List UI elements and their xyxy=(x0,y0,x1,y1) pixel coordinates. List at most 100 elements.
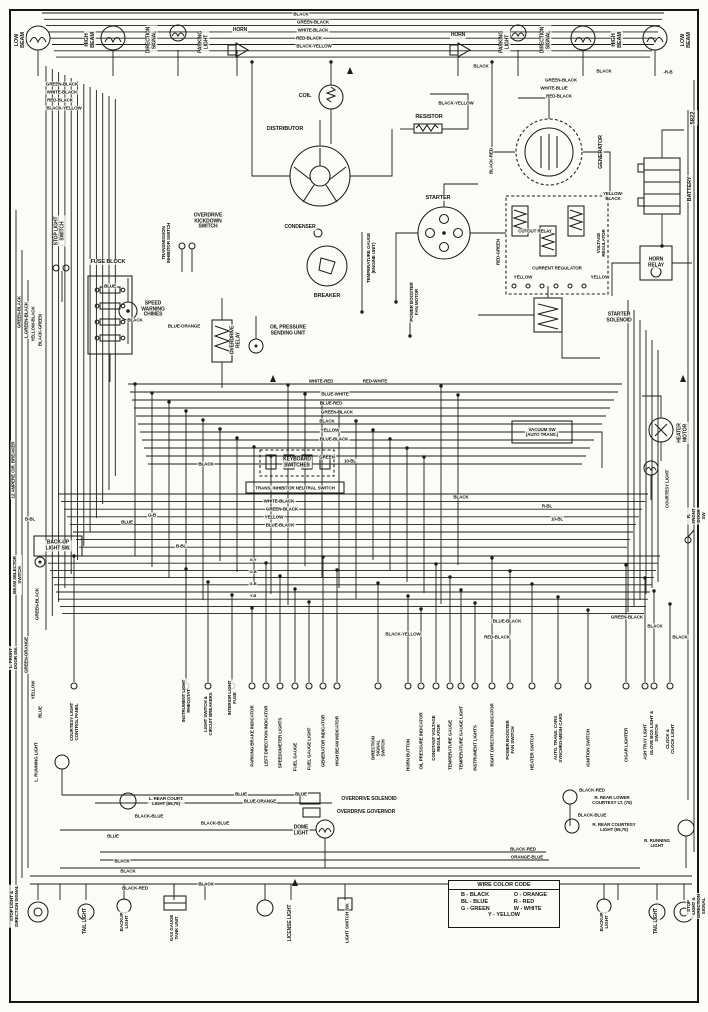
ignition-switch-label: IGNITION SWITCH xyxy=(585,728,591,768)
horn-button-label: HORN BUTTON xyxy=(405,737,411,773)
condenser-label: CONDENSER xyxy=(283,224,317,231)
parking-light-right-label: PARKING LIGHT xyxy=(498,30,511,54)
overdrive-solenoid-label: OVERDRIVE SOLENOID xyxy=(340,796,398,803)
wire-blue-red-label: BLUE-RED xyxy=(318,400,344,406)
courtesy-light-right-label: COURTESY LIGHT xyxy=(664,468,670,510)
backup-light-switch-label: BACK-UP LIGHT SW. xyxy=(44,539,72,552)
wire-black-4-label: BLACK xyxy=(646,623,664,629)
wire-black-m-label: BLACK xyxy=(318,418,336,424)
neutral-switch-box-icon xyxy=(245,481,345,494)
starter-icon xyxy=(417,206,471,260)
horn-left-label: HORN xyxy=(231,27,249,34)
condenser-icon xyxy=(313,228,323,238)
wire-black-yellow-coil-label: BLACK-YELLOW xyxy=(437,100,475,106)
wire-black-5-label: BLACK xyxy=(671,634,689,640)
beam-selector-switch-label: BEAM SELECTOR SWITCH xyxy=(11,555,23,595)
wire-code-yb-label: Y-B xyxy=(248,592,258,599)
power-booster-fan-label: POWER BOOSTER FAN MOTOR xyxy=(408,281,420,323)
vacuum-switch-label: VACUUM SW (AUTO TRANS.) xyxy=(524,426,560,438)
stop-light-switch-label: STOP LIGHT SWITCH xyxy=(53,215,66,247)
wire-blue-black-2-label: BLUE-BLACK xyxy=(491,618,523,624)
wire-black-yellow-top-label: BLACK-YELLOW xyxy=(295,43,333,49)
wire-10bl-2-label: 10-BL xyxy=(549,516,565,522)
direction-signal-switch-label: DIRECTION SIGNAL SWITCH xyxy=(370,735,386,761)
wire-green-black-3-label: GREEN-BLACK xyxy=(609,614,645,620)
wire-yellow-m-label: YELLOW xyxy=(319,427,341,433)
starter-label: STARTER xyxy=(424,194,452,202)
distributor-icon xyxy=(289,145,351,207)
wire-color-code-legend: WIRE COLOR CODE B - BLACK BL - BLUE G - … xyxy=(448,880,560,928)
direction-signal-right-label: DIRECTION SIGNAL xyxy=(539,25,552,55)
instrument-light-rheostat-label: INSTRUMENT LIGHT RHEOSTAT xyxy=(180,678,192,724)
high-beam-left-label: HIGH BEAM xyxy=(83,31,97,49)
r-running-light-label: R. RUNNING LIGHT xyxy=(643,837,671,849)
wire-code-ob-label: O-B xyxy=(248,568,258,575)
wire-black-red-2-label: BLACK-RED xyxy=(509,846,537,852)
wire-blue-orange-1-label: BLUE-ORANGE xyxy=(166,323,202,329)
license-lamp-icon xyxy=(256,899,274,917)
wire-blue-2-label: BLUE xyxy=(120,519,134,525)
wire-lv3-label: YELLOW-BLACK xyxy=(30,305,36,343)
overdrive-governor-icon xyxy=(302,807,321,818)
high-beam-indicator-label: HIGH BEAM INDICATOR xyxy=(334,715,340,767)
wire-yellow-1-label: YELLOW xyxy=(512,274,534,280)
overdrive-relay-label: OVERDRIVE RELAY xyxy=(229,324,242,356)
left-direction-indicator-label: LEFT DIRECTION INDICATOR xyxy=(263,704,269,768)
speed-warning-chimes-label: SPEED WARNING CHIMES xyxy=(140,300,166,319)
stop-light-direction-left-label: STOP LIGHT & DIRECTION SIGNAL xyxy=(8,884,20,928)
starter-solenoid-icon xyxy=(533,297,563,333)
backup-light-left-label: BACKUP LIGHT xyxy=(118,911,130,933)
dome-light-icon xyxy=(315,819,335,839)
low-beam-left-label: LOW BEAM xyxy=(13,31,27,49)
wire-black-6-label: BLACK xyxy=(113,858,131,864)
legend-entry: O - ORANGE xyxy=(513,892,547,898)
tail-light-left-label: TAIL LIGHT xyxy=(82,906,89,936)
light-switch-circuit-breakers-label: LIGHT SWITCH & CIRCUIT BREAKERS xyxy=(202,691,214,737)
wire-black-2-label: BLACK xyxy=(197,461,215,467)
low-beam-right-label: LOW BEAM xyxy=(679,31,693,49)
wire-lv2-label: L.GREEN-BLACK xyxy=(23,301,29,339)
legend-entry: G - GREEN xyxy=(460,906,490,912)
sheet-number-label: 5822 xyxy=(690,110,698,126)
battery-icon xyxy=(637,157,681,215)
ash-tray-light-label: ASH TRAY LIGHT xyxy=(642,723,648,761)
gas-gauge-tank-icon xyxy=(163,895,187,911)
wire-red-white-label: RED-WHITE xyxy=(361,378,389,384)
cutout-relay-label: CUTOUT RELAY xyxy=(517,228,553,234)
l-rear-courtesy-lamp-icon xyxy=(119,792,137,810)
wire-rbl-label: R-BL xyxy=(540,503,554,509)
wire-bbl-2-label: B-BL xyxy=(174,543,188,549)
clock-clock-light-label: CLOCK & CLOCK LIGHT xyxy=(664,720,676,758)
headlamp-low-left-icon xyxy=(25,25,51,51)
license-light-label: LICENSE LIGHT xyxy=(287,903,294,943)
wire-black-r1-label: BLACK xyxy=(472,63,490,69)
wire-black-blue-3-label: BLACK-BLUE xyxy=(576,812,608,818)
temperature-gauge-label: TEMPERATURE GAUGE xyxy=(447,719,453,771)
wire-10bl-1-label: 10-BL xyxy=(342,458,358,464)
current-regulator-label: CURRENT REGULATOR xyxy=(531,265,583,271)
wire-green-orange-v-label: GREEN-ORANGE xyxy=(23,635,29,675)
r-rear-courtesy-label: R. REAR COURTESY LIGHT (65,75) xyxy=(591,821,637,833)
generator-icon xyxy=(515,118,583,186)
overdrive-kickdown-switch-label: OVERDRIVE KICKDOWN SWITCH xyxy=(192,212,224,231)
stop-dir-lamp-left-icon xyxy=(27,901,49,923)
heater-switch-label: HEATER SWITCH xyxy=(529,733,535,771)
wire-black-red-v-label: BLACK-RED xyxy=(488,147,494,175)
wire-blue-white-label: BLUE-WHITE xyxy=(320,391,350,397)
wire-blue-orange-2-label: BLUE-ORANGE xyxy=(242,798,278,804)
wire-red-black-2-label: RED-BLACK xyxy=(483,634,511,640)
wire-white-blue-r-label: WHITE-BLUE xyxy=(539,85,569,91)
heater-motor-label: HEATER MOTOR xyxy=(676,422,689,444)
wire-yellow-v-label: YELLOW xyxy=(30,679,36,701)
wire-code-gy-label: G-Y xyxy=(248,556,258,563)
temperature-gauge-light-label: TEMPERATURE GAUGE LIGHT xyxy=(458,704,464,772)
wire-black-1-label: BLACK xyxy=(126,317,144,323)
cigar-lighter-label: CIGAR LIGHTER xyxy=(623,726,629,764)
wire-black-8-label: BLACK xyxy=(197,881,215,887)
resistor-label: RESISTOR xyxy=(414,113,444,121)
wire-black-blue-2-label: BLACK-BLUE xyxy=(199,820,231,826)
wire-red-black-top-label: RED-BLACK xyxy=(295,35,323,41)
parking-brake-indicator-label: PARKING BRAKE INDICATOR xyxy=(249,704,255,768)
fuel-gauge-label: FUEL GAUGE xyxy=(292,741,298,773)
